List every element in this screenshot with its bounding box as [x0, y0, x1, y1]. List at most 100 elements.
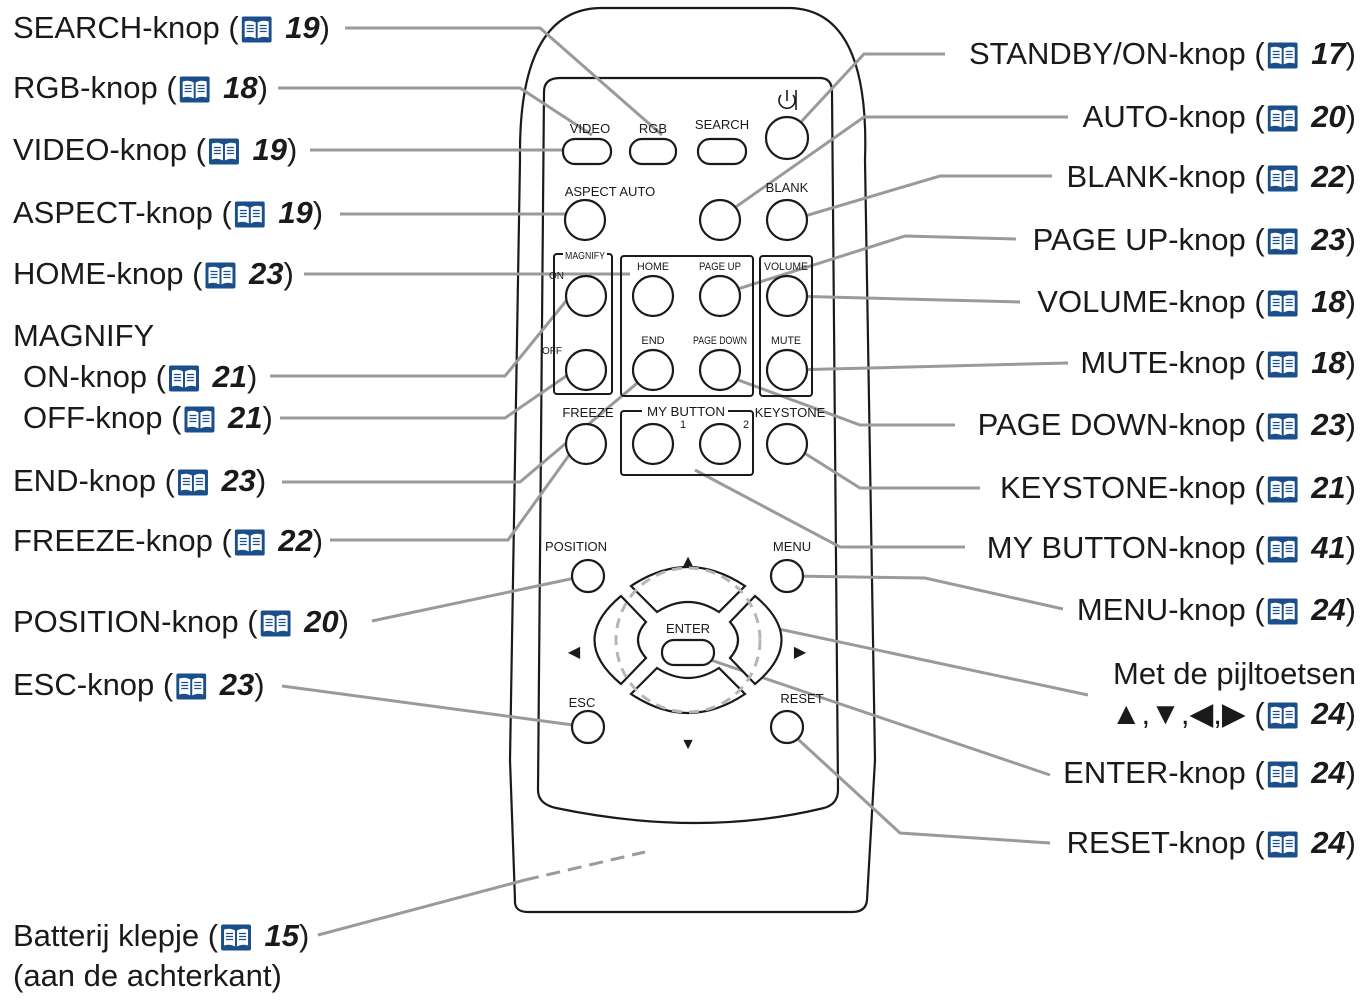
- book-icon: [234, 201, 265, 228]
- rgb-button[interactable]: [628, 137, 678, 166]
- volume-group-frame: [759, 255, 813, 397]
- aspect-auto-label: ASPECT AUTO: [565, 184, 656, 199]
- rgb-label: RGB: [639, 121, 667, 136]
- mute-label: MUTE: [771, 335, 801, 347]
- menu-label: MENU: [773, 539, 811, 554]
- video-button[interactable]: [561, 137, 613, 166]
- magnify-off-callout: OFF-knop ( 21): [23, 400, 273, 435]
- callouts-left: SEARCH-knop ( 19) RGB-knop ( 18) VIDEO-k…: [13, 10, 349, 993]
- arrow-down-button[interactable]: [629, 666, 747, 715]
- my-button-label: MY BUTTON: [647, 404, 725, 419]
- magnify-label: MAGNIFY: [565, 251, 605, 262]
- arrow-up-button[interactable]: [629, 565, 747, 614]
- page-up-label: PAGE UP: [699, 261, 741, 273]
- page-group-frame: [620, 255, 754, 397]
- position-callout: POSITION-knop ( 20): [13, 604, 349, 639]
- home-label: HOME: [637, 261, 669, 273]
- end-button[interactable]: [631, 348, 675, 392]
- battery-note: (aan de achterkant): [13, 958, 282, 993]
- end-label: END: [641, 335, 664, 347]
- book-icon: [234, 529, 265, 556]
- book-icon: [184, 406, 215, 433]
- aspect-callout: ASPECT-knop ( 19): [13, 195, 323, 230]
- page-down-button[interactable]: [698, 348, 742, 392]
- remote-buttons: VIDEO RGB SEARCH ASPECT AUTO BLANK MAGNI…: [542, 90, 826, 753]
- magnify-label-bg: [563, 250, 607, 260]
- volume-callout: VOLUME-knop ( 18): [1037, 284, 1356, 319]
- book-icon: [221, 924, 252, 951]
- book-icon: [241, 16, 272, 43]
- on-label: ON: [549, 271, 564, 282]
- my-button-callout: MY BUTTON-knop ( 41): [987, 530, 1356, 565]
- leader-lines: [270, 26, 1089, 937]
- arrow-left-button[interactable]: [593, 594, 648, 686]
- freeze-label: FREEZE: [562, 405, 614, 420]
- search-label: SEARCH: [695, 117, 749, 132]
- book-icon: [177, 469, 208, 496]
- enter-button[interactable]: [660, 638, 716, 667]
- book-icon: [260, 610, 291, 637]
- freeze-button[interactable]: [564, 422, 608, 466]
- magnify-on-button[interactable]: [564, 274, 608, 318]
- dpad-dashed-ring: [614, 566, 762, 714]
- keystone-callout: KEYSTONE-knop ( 21): [1000, 470, 1356, 505]
- magnify-heading: MAGNIFY: [13, 318, 154, 353]
- reset-callout: RESET-knop ( 24): [1067, 825, 1356, 860]
- arrow-right-button[interactable]: [728, 594, 783, 686]
- keystone-button[interactable]: [765, 422, 809, 466]
- page-down-label: PAGE DOWN: [693, 335, 747, 347]
- book-icon: [1267, 42, 1298, 69]
- arrow-right-icon: ▶: [794, 644, 807, 661]
- arrow-down-icon: ▼: [680, 736, 696, 753]
- standby-callout: STANDBY/ON-knop ( 17): [969, 36, 1356, 71]
- volume-button[interactable]: [765, 274, 809, 318]
- book-icon: [205, 262, 236, 289]
- mute-callout: MUTE-knop ( 18): [1080, 345, 1356, 380]
- freeze-callout: FREEZE-knop ( 22): [13, 523, 323, 558]
- reset-button[interactable]: [769, 709, 805, 745]
- book-icon: [1267, 598, 1298, 625]
- callouts-right: STANDBY/ON-knop ( 17) AUTO-knop ( 20) BL…: [969, 36, 1356, 860]
- book-icon: [1267, 831, 1298, 858]
- book-icon: [1267, 761, 1298, 788]
- esc-label: ESC: [569, 695, 596, 710]
- enter-label: ENTER: [666, 621, 710, 636]
- auto-button[interactable]: [698, 198, 742, 242]
- position-button[interactable]: [570, 558, 606, 594]
- battery-callout: Batterij klepje ( 15): [13, 918, 309, 953]
- esc-callout: ESC-knop ( 23): [13, 667, 265, 702]
- power-icon: [778, 90, 797, 110]
- menu-callout: MENU-knop ( 24): [1077, 592, 1356, 627]
- book-icon: [1267, 165, 1298, 192]
- blank-callout: BLANK-knop ( 22): [1067, 159, 1356, 194]
- volume-label: VOLUME: [764, 261, 808, 273]
- reset-label: RESET: [780, 691, 823, 706]
- video-callout: VIDEO-knop ( 19): [13, 132, 297, 167]
- book-icon: [1267, 702, 1298, 729]
- auto-callout: AUTO-knop ( 20): [1083, 99, 1356, 134]
- arrows-callout: ▲,▼,◀,▶ ( 24): [1111, 696, 1356, 731]
- standby-on-button[interactable]: [764, 115, 810, 161]
- menu-button[interactable]: [769, 558, 805, 594]
- search-button[interactable]: [696, 137, 748, 166]
- aspect-button[interactable]: [563, 198, 607, 242]
- book-icon: [179, 76, 210, 103]
- page-up-callout: PAGE UP-knop ( 23): [1033, 222, 1356, 257]
- page-down-callout: PAGE DOWN-knop ( 23): [978, 407, 1356, 442]
- mute-button[interactable]: [765, 348, 809, 392]
- esc-button[interactable]: [570, 709, 606, 745]
- position-label: POSITION: [545, 539, 607, 554]
- page-up-button[interactable]: [698, 274, 742, 318]
- off-label: OFF: [542, 346, 562, 357]
- keystone-label: KEYSTONE: [755, 405, 826, 420]
- my-button-1-label: 1: [680, 419, 686, 431]
- book-icon: [1267, 536, 1298, 563]
- magnify-off-button[interactable]: [564, 348, 608, 392]
- my-button-2[interactable]: [698, 422, 742, 466]
- blank-button[interactable]: [765, 198, 809, 242]
- home-button[interactable]: [631, 274, 675, 318]
- blank-label: BLANK: [766, 180, 809, 195]
- home-callout: HOME-knop ( 23): [13, 256, 294, 291]
- my-button-1[interactable]: [631, 422, 675, 466]
